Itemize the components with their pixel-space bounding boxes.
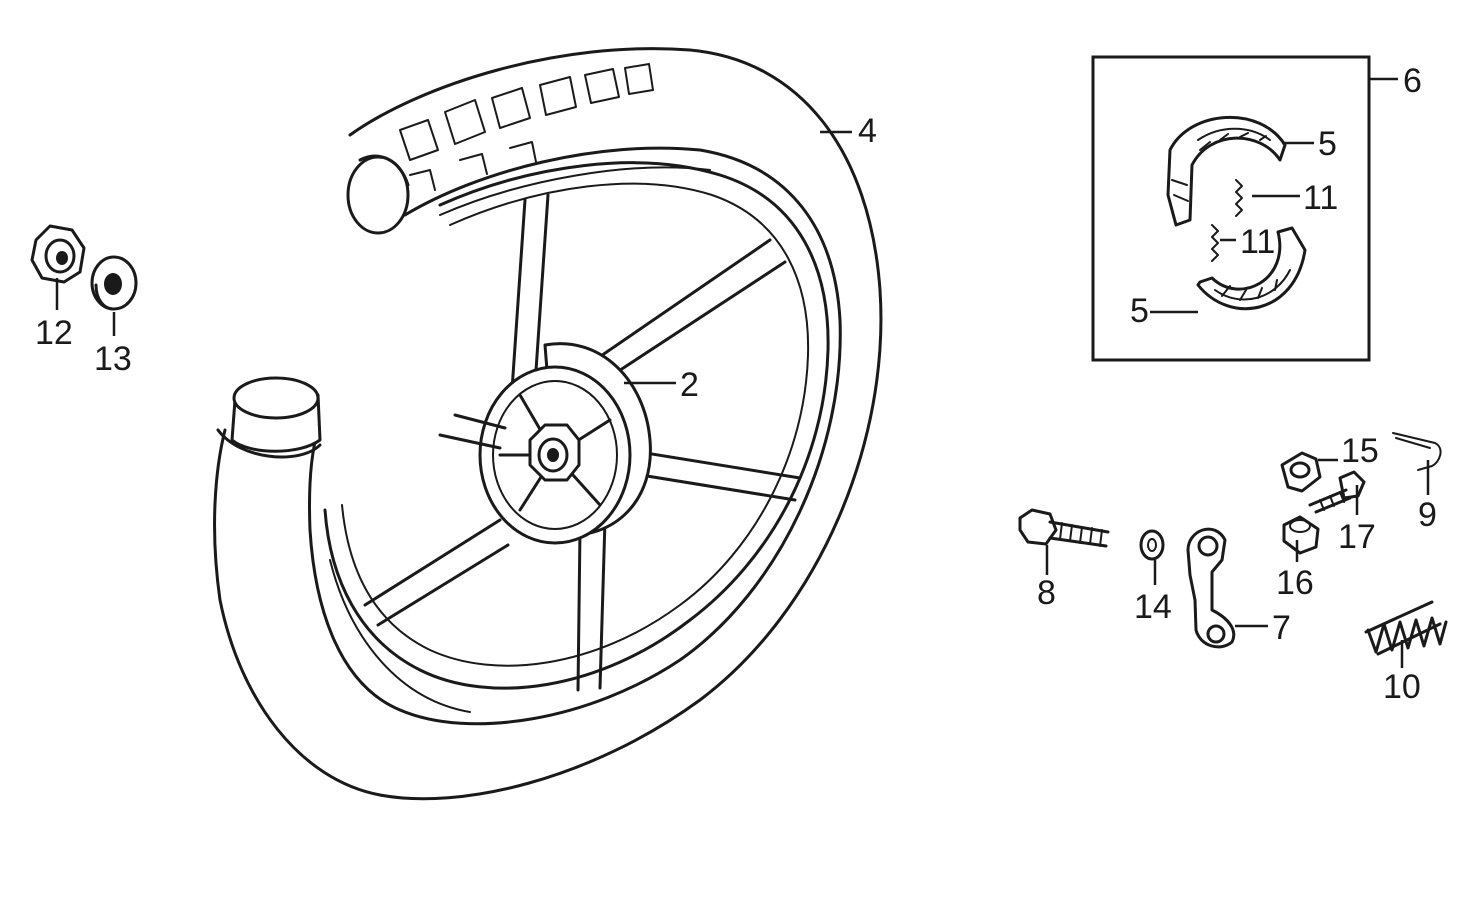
callout-11-upper: 11 <box>1303 179 1338 217</box>
callout-6: 6 <box>1403 62 1422 100</box>
callout-2: 2 <box>680 366 699 404</box>
brake-arm-part-7 <box>1186 527 1236 649</box>
callout-14: 14 <box>1134 588 1172 626</box>
callout-8: 8 <box>1037 574 1056 612</box>
washer-part-14 <box>1139 529 1165 561</box>
rim <box>323 161 830 692</box>
spring-part-10 <box>1364 600 1448 656</box>
callout-11-lower: 11 <box>1240 223 1275 261</box>
callout-4: 4 <box>858 112 877 150</box>
callout-7: 7 <box>1272 609 1291 647</box>
hub-part-2 <box>438 342 652 545</box>
callout-9: 9 <box>1418 496 1437 534</box>
callout-17: 17 <box>1338 518 1376 556</box>
callout-13: 13 <box>94 340 132 378</box>
callout-15: 15 <box>1341 432 1379 470</box>
brake-cam-part-15 <box>1280 451 1322 493</box>
axle-nut-part-12 <box>30 224 86 284</box>
bolt-part-8 <box>1018 508 1110 548</box>
callout-labels: 2 4 5 5 6 7 8 9 10 11 11 12 13 14 15 16 … <box>35 62 1437 706</box>
callout-10: 10 <box>1383 668 1421 706</box>
wheel-assembly <box>213 47 883 801</box>
callout-5-upper: 5 <box>1318 125 1337 163</box>
callout-5-lower: 5 <box>1130 292 1149 330</box>
tire-part-4 <box>213 47 883 801</box>
brake-shoe-set-part-6 <box>1091 55 1371 362</box>
collar-part-16 <box>1282 515 1320 555</box>
callout-12: 12 <box>35 314 73 352</box>
leader-lines <box>55 77 1430 668</box>
callout-16: 16 <box>1276 564 1314 602</box>
washer-part-13 <box>90 255 138 311</box>
cotter-pin-part-9 <box>1392 432 1442 471</box>
